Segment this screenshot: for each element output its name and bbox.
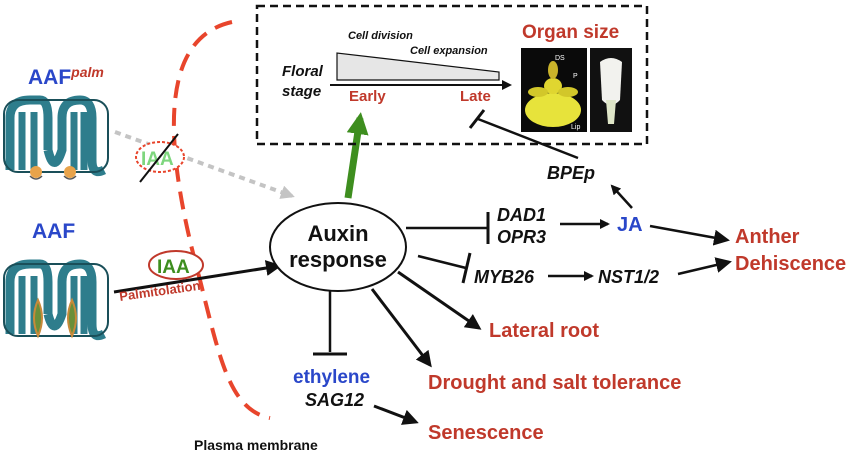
myb26-label: MYB26 [474,267,535,287]
drought-label: Drought and salt tolerance [428,372,681,394]
svg-text:Lip: Lip [571,124,580,131]
auxin-response-node [269,202,407,292]
anther-label: Anther [735,226,800,248]
plasma-membrane-label: Plasma membrane [194,437,318,453]
lateral-root-label: Lateral root [489,320,599,342]
svg-text:DS: DS [555,55,565,62]
aaf-palm-label: AAFpalm [28,64,104,89]
iaa-to-auxin-arrow [113,260,282,294]
orchid-photo: DS P Lip [521,48,587,132]
svg-text:IAA: IAA [157,257,190,278]
bpep-inhibition-bar [468,109,486,129]
plasma-membrane-curve [171,20,271,420]
senescence-label: Senescence [428,422,544,444]
ethylene-label: ethylene [293,367,370,388]
bpep-inhibition-line [477,117,579,160]
bpep-label: BPEp [547,163,595,183]
nst-label: NST1/2 [598,267,659,287]
cell-division-label: Cell division [348,30,413,42]
floral-stage-box [255,4,649,146]
aaf-label: AAF [32,220,75,243]
response-label: response [289,247,387,272]
organ-size-label: Organ size [522,22,619,43]
early-label: Early [349,88,386,105]
dad1-label: DAD1 [497,205,546,225]
aaf-palm-protein-icon [3,95,109,180]
green-arrow-up [344,112,369,199]
ja-to-bpep-arrow [610,184,633,209]
auxin-label: Auxin [307,221,368,246]
sag12-label: SAG12 [305,390,364,410]
iaa-active: IAA [148,250,204,280]
cell-division-wedge [336,52,500,81]
iaa-blocked: IAA [135,133,185,183]
nst-to-anther-arrow [677,257,732,276]
stage-label: stage [282,83,321,100]
svg-text:P: P [573,73,578,80]
ja-to-anther-arrow [649,224,730,246]
auxin-myb26-bar [461,252,472,284]
late-label: Late [460,88,491,105]
sag12-to-senescence-arrow [373,404,419,425]
ja-label: JA [617,214,643,236]
auxin-to-lateral-root-arrow [397,270,482,330]
grey-dotted-arrow [114,130,295,199]
auxin-myb26-inhibition [417,254,467,270]
palmitolation-label: Palmitolation [118,278,201,304]
cell-expansion-label: Cell expansion [410,45,488,57]
opr3-label: OPR3 [497,227,546,247]
white-flower-photo [590,48,632,132]
auxin-to-drought-arrow [370,288,432,368]
aaf-protein-icon [3,259,109,341]
floral-label: Floral [282,63,324,80]
dehiscence-label: Dehiscence [735,253,846,275]
